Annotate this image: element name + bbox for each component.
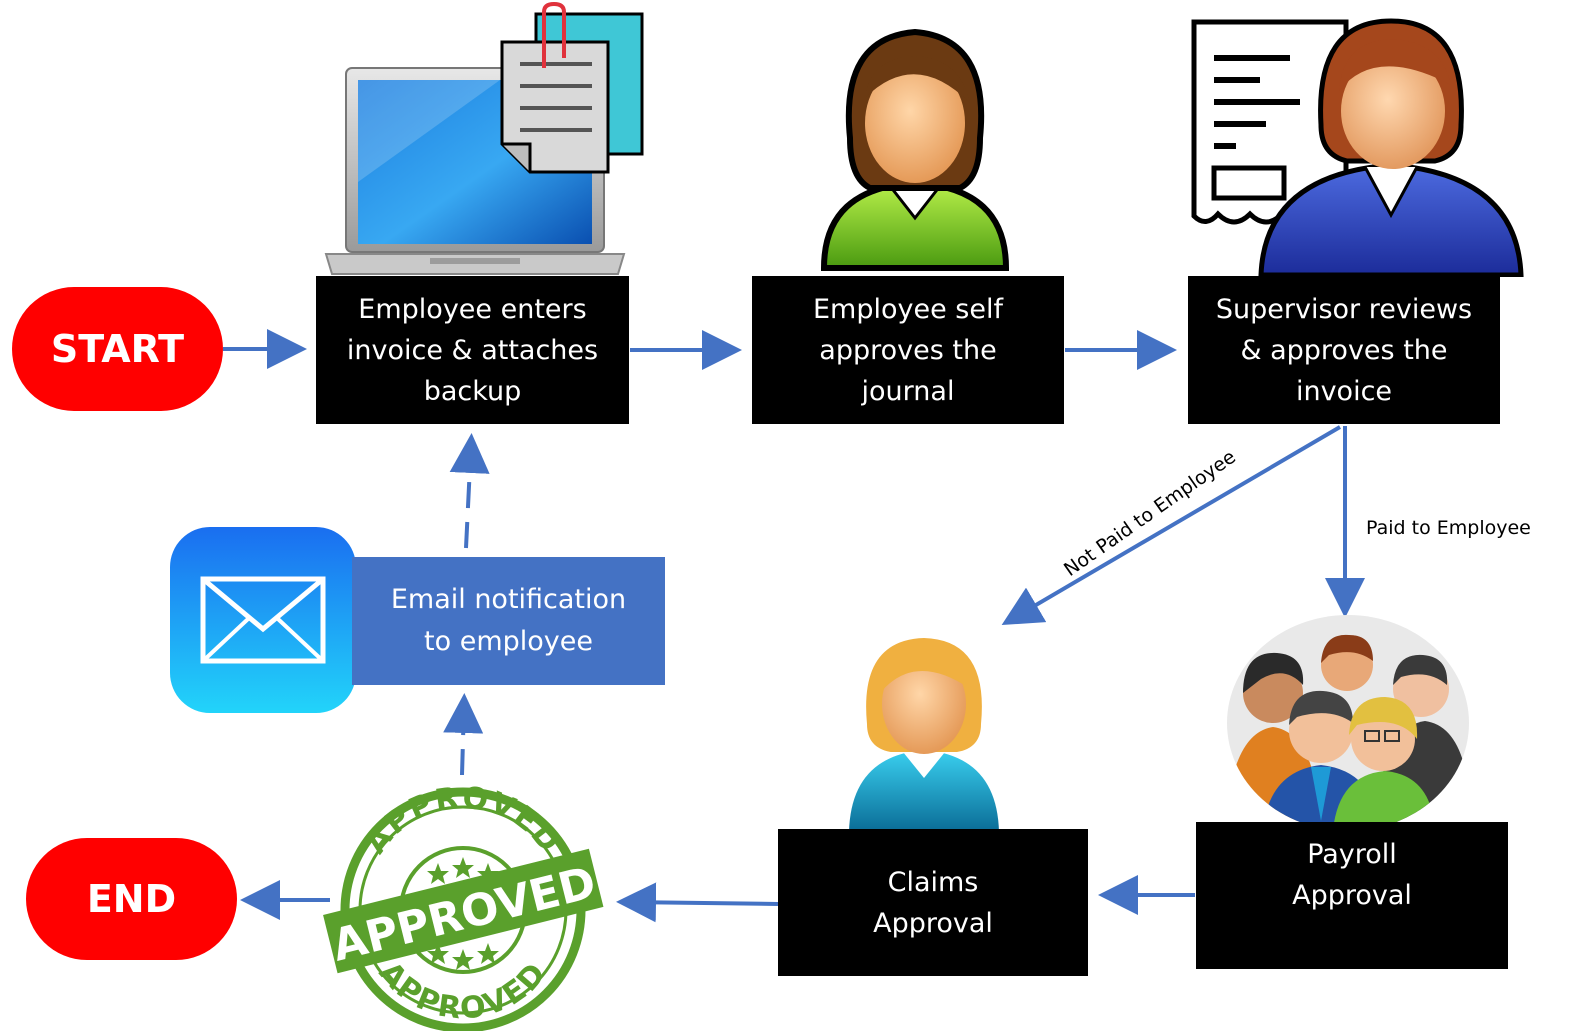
end-terminal: END [26,838,237,960]
step-payroll-approval: Payroll Approval [1196,822,1508,969]
svg-text:APPROVED: APPROVED [372,955,554,1027]
receipt-icon [1191,19,1349,225]
arrow-email-to-enter-dashed [449,433,490,549]
step-employee-enters-line-3: backup [423,375,522,407]
step-employee-enters-line-1: Employee enters [358,293,587,325]
email-notification-line-1: Email notification [390,584,627,615]
supervisor-icon [1258,18,1524,277]
step-supervisor-line-3: invoice [1295,375,1393,407]
step-payroll-line-2: Approval [1292,880,1412,911]
arrow-claims-to-stamp [616,882,779,923]
email-notification-line-2: to employee [424,626,593,657]
step-payroll-line-1: Payroll [1307,839,1397,870]
step-supervisor-line-2: & approves the [1240,334,1448,366]
step-claims-line-1: Claims [887,866,979,898]
step-supervisor-reviews: Supervisor reviews & approves the invoic… [1188,276,1500,424]
documents-icon [500,2,644,174]
step-self-approves-line-2: approves the [819,334,997,366]
edge-label-paid: Paid to Employee [1366,517,1531,539]
step-self-approves: Employee self approves the journal [752,276,1064,424]
arrow-supervisor-to-claims [1001,425,1342,626]
step-claims-approval: Claims Approval [778,829,1088,976]
step-claims-line-2: Approval [873,907,993,939]
email-notification-box: Email notification to employee [352,557,665,685]
stamp-bottom-text: APPROVED [372,955,552,1027]
step-self-approves-line-1: Employee self [813,293,1003,325]
mail-app-icon [170,527,356,713]
step-self-approves-line-3: journal [861,375,955,407]
step-supervisor-line-1: Supervisor reviews [1215,293,1473,325]
start-terminal: START [12,287,223,411]
claims-woman-icon [849,638,999,832]
group-people-icon [1227,615,1469,830]
employee-woman-icon [820,28,1010,271]
step-employee-enters-line-2: invoice & attaches [346,334,599,366]
arrow-stamp-to-email-dashed [443,693,484,776]
laptop-icon-graphic [324,67,626,275]
approved-stamp-icon: APPROVED APPROVED APPROVED [323,780,604,1031]
step-employee-enters: Employee enters invoice & attaches backu… [316,276,629,424]
